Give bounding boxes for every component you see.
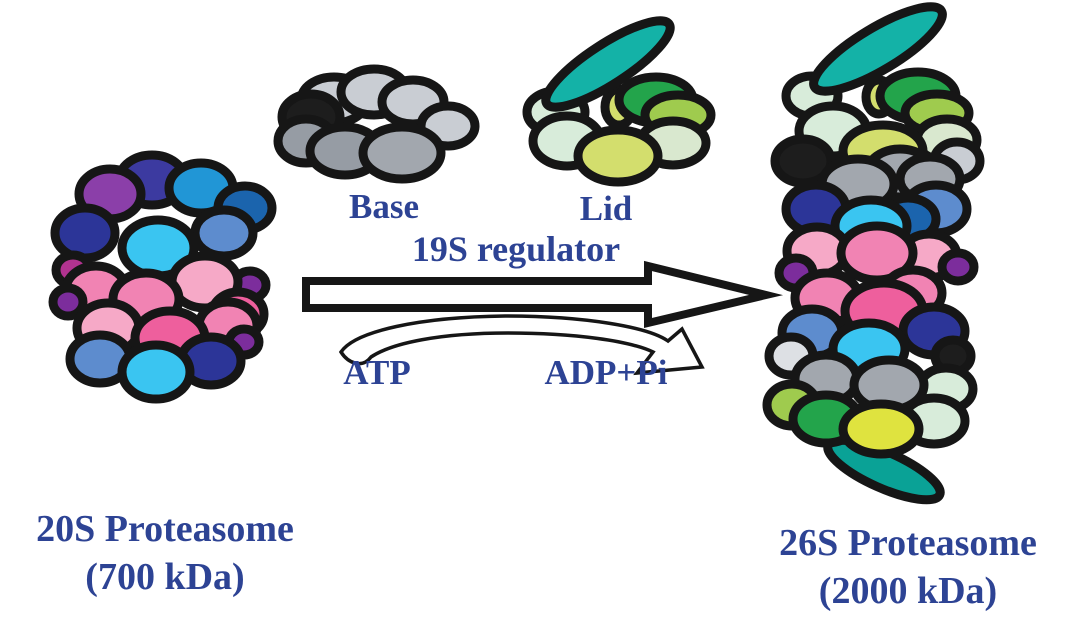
atp-hydrolysis-arrow [338, 314, 705, 376]
subunit [838, 399, 924, 459]
atp-label: ATP [343, 353, 411, 392]
subunit [190, 205, 258, 261]
26s-proteasome-caption: 26S Proteasome (2000 kDa) [736, 520, 1080, 615]
lid-label: Lid [579, 189, 633, 228]
26s-proteasome-figure [762, 2, 985, 505]
subunit [48, 283, 88, 321]
20s-title: 20S Proteasome [36, 508, 294, 550]
subunit [117, 340, 195, 404]
base-figure [273, 64, 480, 184]
subunit [937, 248, 979, 286]
adp-pi-label: ADP+Pi [544, 353, 668, 392]
26s-mass: (2000 kDa) [818, 569, 998, 612]
lid-figure [522, 16, 716, 187]
20s-proteasome-figure [48, 150, 277, 404]
20s-mass: (700 kDa) [85, 555, 245, 598]
26s-title: 26S Proteasome [779, 522, 1037, 564]
subunit [573, 125, 663, 187]
lid-teal-subunit [809, 2, 947, 96]
subunit [358, 122, 446, 184]
base-label: Base [349, 187, 419, 226]
20s-proteasome-caption: 20S Proteasome (700 kDa) [0, 506, 330, 601]
lid-teal-subunit [541, 16, 675, 112]
subunit [50, 203, 120, 263]
regulator-label: 19S regulator [411, 229, 621, 269]
reaction-arrow [302, 260, 784, 329]
